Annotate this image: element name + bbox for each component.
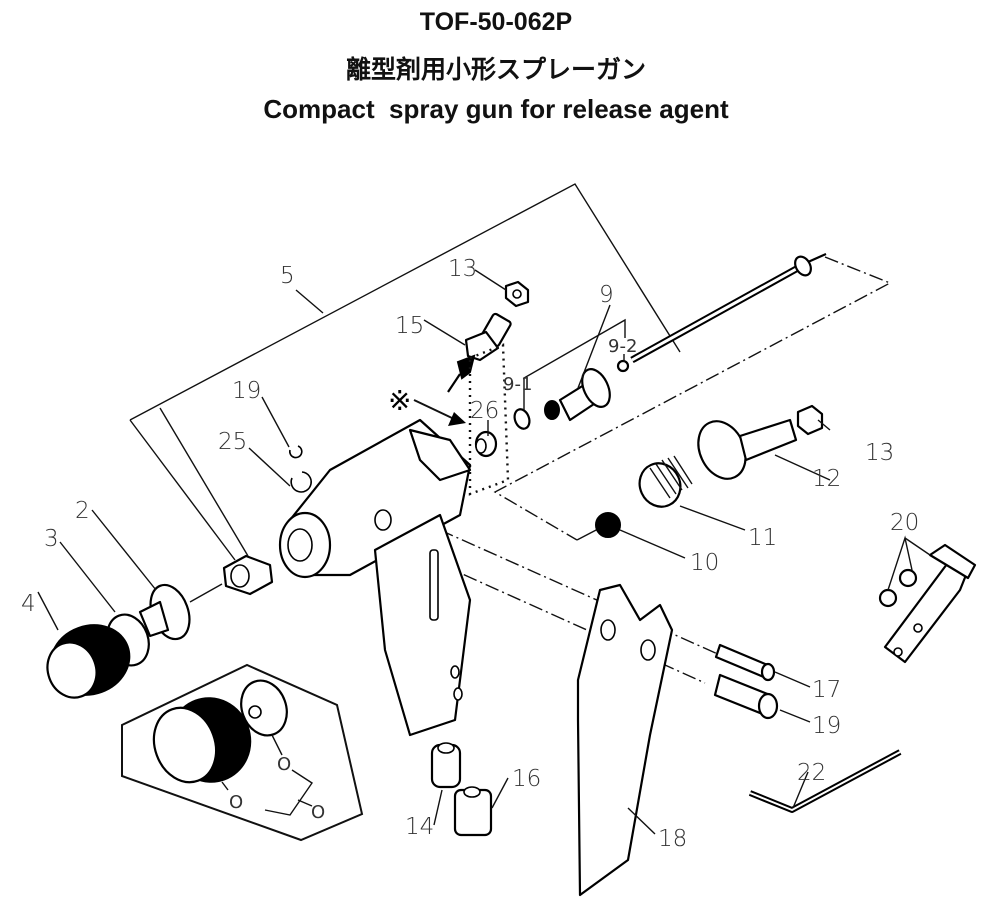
part-16-fitting xyxy=(453,786,493,837)
part-19-clip xyxy=(289,445,303,459)
inset-label-o-3: O xyxy=(311,802,325,823)
callout-10: 10 xyxy=(690,550,719,576)
callout-9-2: 9-2 xyxy=(608,336,637,357)
callout-11: 11 xyxy=(748,525,777,551)
japanese-title: 離型剤用小形スプレーガン xyxy=(345,55,646,84)
part-12-valve-body xyxy=(697,404,824,480)
callout-19: 19 xyxy=(232,378,261,404)
callout-22: 20 xyxy=(890,510,919,536)
callout-20: 19 xyxy=(812,713,841,739)
callout-17: 17 xyxy=(812,677,841,703)
fluid-needle xyxy=(630,252,827,364)
assembly-5-bracket xyxy=(129,183,681,561)
callout-25: 25 xyxy=(218,429,247,455)
part-nozzle-nut xyxy=(222,554,274,596)
part-17-pin xyxy=(714,643,776,682)
callout-26: 26 xyxy=(470,398,499,424)
note-mark: ※ xyxy=(388,384,411,417)
part-4-air-cap-ring xyxy=(46,624,131,699)
inset-detail xyxy=(121,663,364,842)
callout-9: 9 xyxy=(599,282,614,308)
callout-9-1: 9-1 xyxy=(503,374,532,395)
callout-12: 12 xyxy=(812,466,841,492)
callout-4: 4 xyxy=(21,591,36,617)
part-22-bracket xyxy=(878,535,977,664)
model-number-title: TOF-50-062P xyxy=(419,8,573,36)
callout-16: 16 xyxy=(512,766,541,792)
callout-13-right: 13 xyxy=(865,440,894,466)
part-2-air-cap-body xyxy=(138,583,191,641)
callout-24: 22 xyxy=(797,760,826,786)
leader-lines xyxy=(37,269,831,835)
callout-13-top: 13 xyxy=(448,256,477,282)
part-20-pin xyxy=(713,673,779,720)
inset-label-o-1: O xyxy=(277,754,291,775)
callout-14: 15 xyxy=(395,313,424,339)
gun-body xyxy=(278,418,472,737)
part-24-hex-key xyxy=(748,749,902,813)
callout-3: 3 xyxy=(44,526,59,552)
part-10-plug xyxy=(595,512,621,538)
callout-5: 5 xyxy=(280,263,295,289)
part-18-trigger xyxy=(576,583,674,897)
part-9-valve xyxy=(513,359,630,430)
callout-15: 14 xyxy=(405,814,434,840)
arrow-icon xyxy=(448,412,466,426)
part-11-spring xyxy=(638,455,693,508)
part-25-clip xyxy=(290,471,312,493)
part-26 xyxy=(474,430,498,458)
callout-18: 18 xyxy=(658,826,687,852)
part-13-nut-top xyxy=(504,280,530,308)
english-title: Compact spray gun for release agent xyxy=(263,94,729,124)
inset-label-o-2: O xyxy=(229,792,243,813)
part-15-fitting xyxy=(430,742,462,789)
callout-2: 2 xyxy=(75,498,90,524)
